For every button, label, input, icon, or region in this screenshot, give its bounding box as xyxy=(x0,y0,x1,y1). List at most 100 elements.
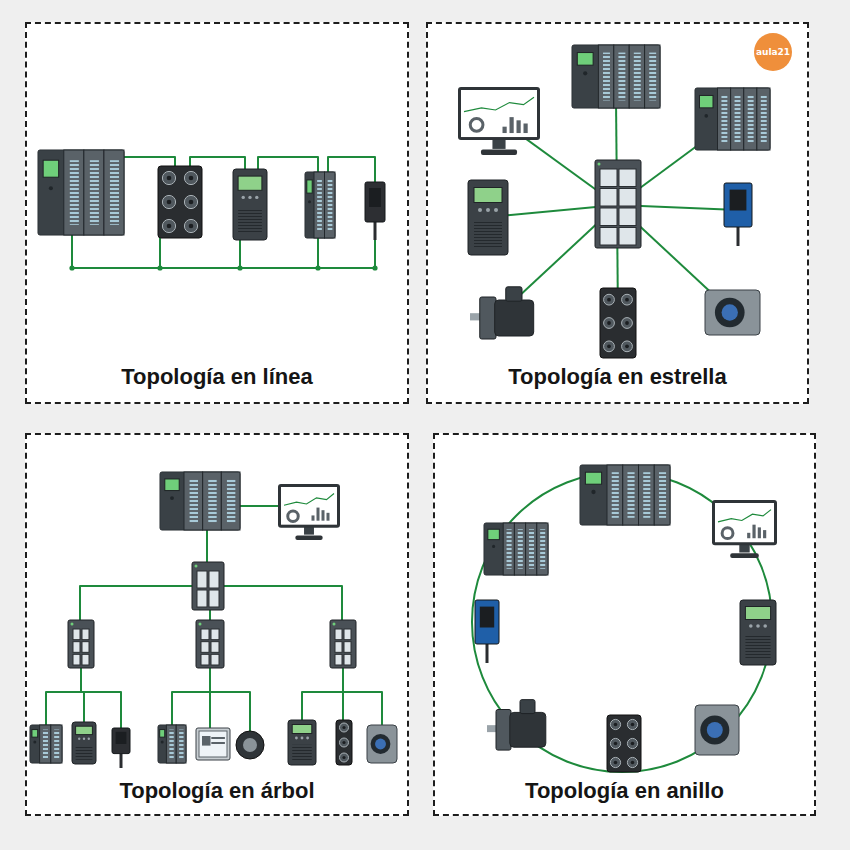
monitor-donut xyxy=(470,118,483,131)
plc-cpu xyxy=(696,89,718,149)
plc-rack xyxy=(580,465,670,525)
drive xyxy=(288,720,316,765)
camera-lens xyxy=(715,298,745,328)
plc-terminals xyxy=(43,730,48,759)
switch-port xyxy=(209,571,219,588)
plc-button xyxy=(170,496,174,500)
sensor xyxy=(475,600,499,663)
motor-body xyxy=(495,300,534,336)
camera-glass xyxy=(722,304,738,320)
sensor-lens xyxy=(116,732,127,744)
plc-terminals xyxy=(54,730,59,759)
io-pin xyxy=(167,224,172,229)
io-port xyxy=(627,757,637,767)
io-block xyxy=(607,715,641,772)
network-cable xyxy=(240,505,280,507)
network-cable xyxy=(159,238,161,268)
switch-port xyxy=(197,590,207,607)
plc-cpu xyxy=(31,726,40,762)
plc-cpu xyxy=(306,173,314,237)
plc-module xyxy=(64,150,84,235)
io-body xyxy=(158,166,202,238)
motor-flange xyxy=(496,710,511,751)
switch-port xyxy=(600,189,617,207)
plc-module xyxy=(84,150,104,235)
switch-port xyxy=(211,642,219,653)
panel-title: Topología en anillo xyxy=(435,778,814,804)
switch-port xyxy=(73,642,80,653)
motor-body xyxy=(510,712,546,747)
io-port xyxy=(340,738,349,747)
io-pin xyxy=(614,723,618,727)
switch-port xyxy=(209,590,219,607)
drive xyxy=(72,722,96,764)
plc-rack xyxy=(158,725,186,763)
monitor-foot xyxy=(730,553,759,558)
drive-vent xyxy=(474,221,502,247)
encoder xyxy=(236,731,264,759)
plc-module xyxy=(623,465,639,525)
plc-rack xyxy=(484,523,548,575)
sensor-body xyxy=(112,728,130,754)
plc-rack xyxy=(695,88,770,150)
drive-key xyxy=(756,624,760,628)
ethernet-switch xyxy=(68,620,94,668)
camera-lens xyxy=(700,715,729,744)
plc-terminals xyxy=(618,53,625,101)
switch-port xyxy=(600,208,617,226)
monitor-bar xyxy=(510,117,514,133)
plc-terminals xyxy=(70,160,79,225)
network-cable xyxy=(317,238,319,268)
motor-connector xyxy=(520,700,535,714)
plc-screen xyxy=(307,180,312,193)
switch-port xyxy=(73,629,80,640)
devices xyxy=(30,45,777,772)
monitor xyxy=(458,87,540,155)
camera-glass xyxy=(375,739,386,750)
sensor xyxy=(112,728,130,768)
io-block xyxy=(158,166,202,238)
network-cable xyxy=(206,530,208,562)
junction-dot xyxy=(315,265,320,270)
plc-button xyxy=(492,545,495,548)
encoder-body xyxy=(236,731,264,759)
switch-led xyxy=(71,623,74,626)
switch-port xyxy=(600,228,617,246)
plc-button xyxy=(161,741,164,744)
switch-port xyxy=(82,654,89,665)
io-pin xyxy=(189,176,194,181)
io-pin xyxy=(614,742,618,746)
plc-body xyxy=(484,523,548,575)
plc-module xyxy=(203,472,222,530)
io-port xyxy=(627,738,637,748)
io-pin xyxy=(607,298,611,302)
plc-terminals xyxy=(649,53,656,101)
encoder-hub xyxy=(243,738,257,752)
camera-body xyxy=(367,725,397,763)
camera-body xyxy=(695,705,739,755)
drive-key xyxy=(749,624,753,628)
camera-glass xyxy=(707,722,723,738)
io-port xyxy=(162,219,175,232)
plc-cpu xyxy=(573,46,598,107)
io-pin xyxy=(189,224,194,229)
io-pin xyxy=(614,761,618,765)
drive-display xyxy=(76,726,93,734)
plc-terminals xyxy=(317,180,322,230)
io-pin xyxy=(625,321,629,325)
network-cable xyxy=(80,668,82,692)
drive-key xyxy=(478,208,482,212)
monitor-chart xyxy=(464,97,534,111)
plc-module xyxy=(744,88,757,150)
plc-module xyxy=(51,725,62,763)
switch-body xyxy=(595,160,641,248)
switch-body xyxy=(330,620,356,668)
plc-body xyxy=(580,465,670,525)
hmi-screen xyxy=(199,731,227,757)
io-pin xyxy=(342,741,345,744)
switch-port xyxy=(344,629,351,640)
io-body xyxy=(336,720,352,765)
panel-ground xyxy=(25,22,409,404)
plc-terminals xyxy=(659,472,666,518)
